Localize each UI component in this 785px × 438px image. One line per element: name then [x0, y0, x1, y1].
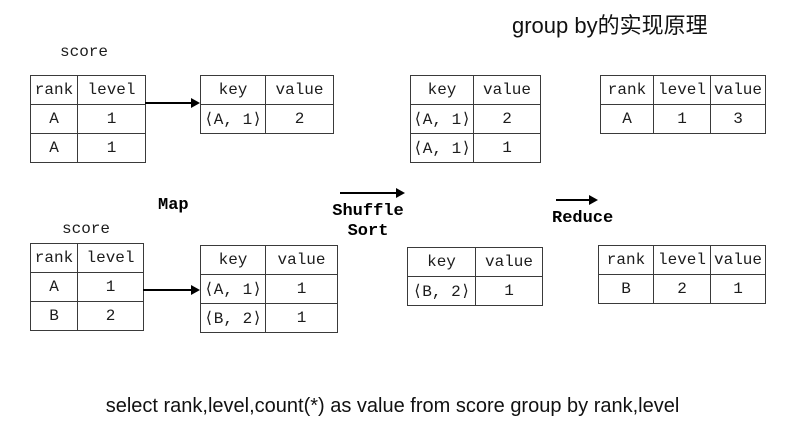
shuffle-stage-label-line1: Shuffle	[332, 202, 404, 221]
reduce-stage-label: Reduce	[552, 209, 614, 228]
reduce-output-table-top: rank level value A 1 3	[600, 75, 766, 134]
column-header: rank	[598, 245, 654, 275]
column-header: value	[710, 245, 766, 275]
map-flow-arrow-bottom-icon	[143, 285, 200, 295]
table-cell: 1	[265, 274, 338, 304]
map-output-table-bottom: key value ⟨A, 1⟩ 1 ⟨B, 2⟩ 1	[200, 245, 338, 333]
table-cell: ⟨A, 1⟩	[200, 104, 266, 134]
score-table-top-label: score	[60, 43, 109, 61]
table-cell: 2	[653, 274, 711, 304]
table-cell: 2	[265, 104, 334, 134]
column-header: rank	[30, 243, 78, 273]
table-cell: ⟨A, 1⟩	[410, 133, 474, 163]
score-table-bottom-label: score	[62, 220, 111, 238]
table-cell: ⟨A, 1⟩	[200, 274, 266, 304]
shuffle-stage-arrow-icon	[340, 188, 405, 198]
table-cell: A	[600, 104, 654, 134]
table-cell: A	[30, 272, 78, 302]
shuffle-output-table-top: key value ⟨A, 1⟩ 2 ⟨A, 1⟩ 1	[410, 75, 541, 163]
map-flow-arrow-top-icon	[145, 98, 200, 108]
table-cell: 1	[710, 274, 766, 304]
table-cell: 1	[473, 133, 541, 163]
table-cell: 1	[653, 104, 711, 134]
shuffle-stage-label: Shuffle Sort	[331, 202, 405, 242]
table-cell: ⟨A, 1⟩	[410, 104, 474, 134]
column-header: value	[265, 75, 334, 105]
column-header: rank	[600, 75, 654, 105]
table-cell: 1	[77, 272, 144, 302]
column-header: key	[407, 247, 476, 277]
map-stage-label: Map	[158, 196, 189, 215]
shuffle-output-table-bottom: key value ⟨B, 2⟩ 1	[407, 247, 543, 306]
table-cell: ⟨B, 2⟩	[407, 276, 476, 306]
table-cell: 2	[473, 104, 541, 134]
table-cell: B	[30, 301, 78, 331]
column-header: value	[710, 75, 766, 105]
column-header: key	[200, 245, 266, 275]
column-header: key	[200, 75, 266, 105]
table-cell: 1	[77, 133, 146, 163]
sql-caption: select rank,level,count(*) as value from…	[105, 395, 680, 417]
column-header: level	[653, 245, 711, 275]
table-cell: 2	[77, 301, 144, 331]
table-cell: 1	[77, 104, 146, 134]
score-table-top: rank level A 1 A 1	[30, 75, 146, 163]
table-cell: A	[30, 104, 78, 134]
column-header: value	[475, 247, 543, 277]
column-header: level	[77, 75, 146, 105]
table-cell: ⟨B, 2⟩	[200, 303, 266, 333]
map-output-table-top: key value ⟨A, 1⟩ 2	[200, 75, 334, 134]
diagram-title: group by的实现原理	[512, 13, 708, 38]
reduce-stage-arrow-icon	[556, 195, 598, 205]
table-cell: A	[30, 133, 78, 163]
score-table-bottom: rank level A 1 B 2	[30, 243, 144, 331]
table-cell: 3	[710, 104, 766, 134]
table-cell: 1	[475, 276, 543, 306]
column-header: key	[410, 75, 474, 105]
column-header: rank	[30, 75, 78, 105]
column-header: value	[473, 75, 541, 105]
table-cell: B	[598, 274, 654, 304]
reduce-output-table-bottom: rank level value B 2 1	[598, 245, 766, 304]
table-cell: 1	[265, 303, 338, 333]
shuffle-stage-label-line2: Sort	[347, 222, 389, 241]
column-header: level	[77, 243, 144, 273]
column-header: level	[653, 75, 711, 105]
column-header: value	[265, 245, 338, 275]
